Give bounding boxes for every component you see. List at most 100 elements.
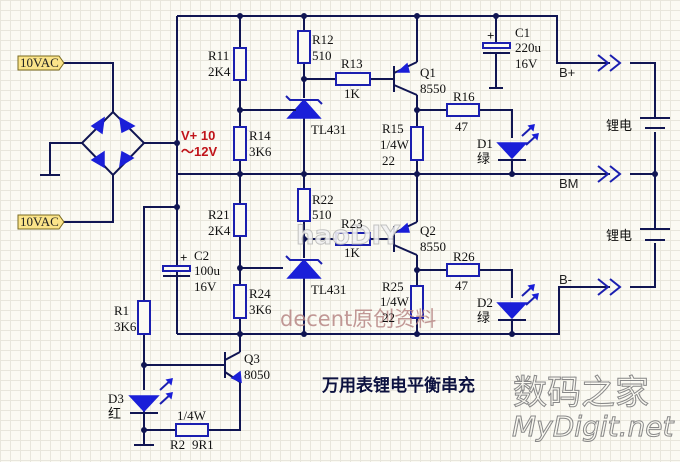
battery-cell-1-label: 锂电 — [606, 119, 632, 134]
net-bplus: B+ — [559, 65, 575, 80]
resistor-r13 — [335, 72, 371, 86]
r23-value: 1K — [344, 245, 361, 260]
supply-label-2: ～12V — [181, 144, 217, 159]
d1-color: 绿 — [477, 152, 490, 167]
port-10vac-2: 10VAC — [17, 214, 65, 230]
resistors — [137, 30, 480, 437]
tl431-u2 — [285, 255, 323, 279]
battery-cell-1 — [640, 117, 670, 129]
d3-ref: D3 — [108, 391, 124, 406]
r2-value: 9R1 — [192, 437, 214, 452]
r13-value: 1K — [344, 86, 361, 101]
labels: V+ 10 ～12V R11 2K4 R12 510 R13 1K R14 3K… — [108, 25, 632, 452]
resistor-r25 — [410, 285, 424, 319]
wire-ac-in-2 — [64, 175, 114, 223]
resistor-r2 — [175, 423, 209, 437]
r25-value: 22 — [382, 310, 395, 325]
resistor-r24 — [233, 284, 247, 319]
wire-battery — [630, 62, 656, 288]
r25-power: 1/4W — [380, 294, 410, 309]
resistor-r22 — [297, 188, 311, 222]
port-label: 10VAC — [20, 55, 59, 70]
r14-ref: R14 — [249, 128, 271, 143]
r22-ref: R22 — [312, 192, 334, 207]
wire-bottom-rail — [177, 286, 610, 335]
r11-ref: R11 — [208, 48, 229, 63]
connector-bplus — [597, 54, 622, 72]
wire-q3-base — [143, 334, 225, 366]
u2-value: TL431 — [311, 282, 346, 297]
r26-value: 47 — [455, 278, 469, 293]
c1-value: 220u — [515, 40, 542, 55]
r2-ref: R2 — [170, 437, 185, 452]
watermark-site-cn: 数码之家 — [513, 373, 649, 413]
q3-ref: Q3 — [244, 351, 260, 366]
d2-ref: D2 — [477, 295, 493, 310]
c2-ref: C2 — [194, 248, 209, 263]
net-bminus: B- — [559, 272, 572, 287]
r2-power: 1/4W — [177, 408, 207, 423]
watermark-haodiy: haoDIY — [296, 221, 401, 251]
q1-ref: Q1 — [420, 65, 436, 80]
connector-bm — [597, 165, 622, 183]
r1-value: 3K6 — [114, 319, 137, 334]
wire-bridge-gnd — [49, 142, 82, 175]
connector-bminus — [597, 278, 622, 296]
q2-value: 8550 — [420, 239, 446, 254]
q2-ref: Q2 — [420, 223, 436, 238]
transistor-q3 — [224, 351, 242, 384]
capacitor-c2: + — [162, 250, 191, 277]
transistor-q1 — [393, 61, 418, 96]
diagram-title: 万用表锂电平衡串充 — [321, 375, 475, 396]
transistor-q2 — [393, 221, 418, 256]
resistor-r15 — [410, 126, 424, 161]
resistor-r21 — [233, 203, 247, 237]
r11-value: 2K4 — [208, 64, 231, 79]
svg-text:+: + — [487, 28, 494, 43]
r21-ref: R21 — [208, 207, 230, 222]
resistor-r11 — [233, 47, 247, 81]
r15-value: 22 — [382, 153, 395, 168]
c2-voltage: 16V — [194, 279, 217, 294]
r26-ref: R26 — [453, 249, 475, 264]
r24-ref: R24 — [249, 286, 271, 301]
wire-r26-led — [417, 269, 513, 298]
r12-ref: R12 — [312, 32, 334, 47]
resistor-r26 — [446, 263, 480, 277]
svg-text:+: + — [180, 250, 187, 265]
port-10vac-1: 10VAC — [17, 55, 65, 71]
r24-value: 3K6 — [249, 302, 272, 317]
bridge-rectifier — [80, 110, 146, 177]
r23-ref: R23 — [341, 216, 363, 231]
d3-color: 红 — [108, 406, 121, 422]
battery-cell-2 — [640, 228, 670, 241]
wire-top-rail — [177, 15, 610, 64]
resistor-r16 — [446, 103, 480, 117]
c2-value: 100u — [194, 263, 221, 278]
battery-cell-2-label: 锂电 — [606, 229, 632, 244]
capacitor-c1: + — [482, 28, 511, 54]
resistor-r12 — [297, 30, 311, 64]
r13-ref: R13 — [341, 56, 363, 71]
q1-value: 8550 — [420, 81, 446, 96]
resistor-r1 — [137, 300, 151, 335]
wire-c1 — [489, 16, 503, 89]
r16-ref: R16 — [453, 89, 475, 104]
led-d1 — [496, 124, 539, 161]
r22-value: 510 — [312, 207, 332, 222]
wire-d3-ground — [134, 365, 154, 446]
port-label: 10VAC — [20, 214, 59, 229]
resistor-r14 — [233, 126, 247, 161]
q3-value: 8050 — [244, 367, 270, 382]
r15-ref: R15 — [382, 121, 404, 136]
tl431-u1 — [283, 95, 323, 119]
r21-value: 2K4 — [208, 223, 231, 238]
c1-voltage: 16V — [515, 56, 538, 71]
r25-ref: R25 — [382, 279, 404, 294]
watermark-author: decent原创资料 — [280, 307, 436, 331]
net-bm: BM — [559, 176, 579, 191]
wire-r2 — [144, 378, 241, 431]
wire-ac-in-1 — [64, 62, 114, 112]
